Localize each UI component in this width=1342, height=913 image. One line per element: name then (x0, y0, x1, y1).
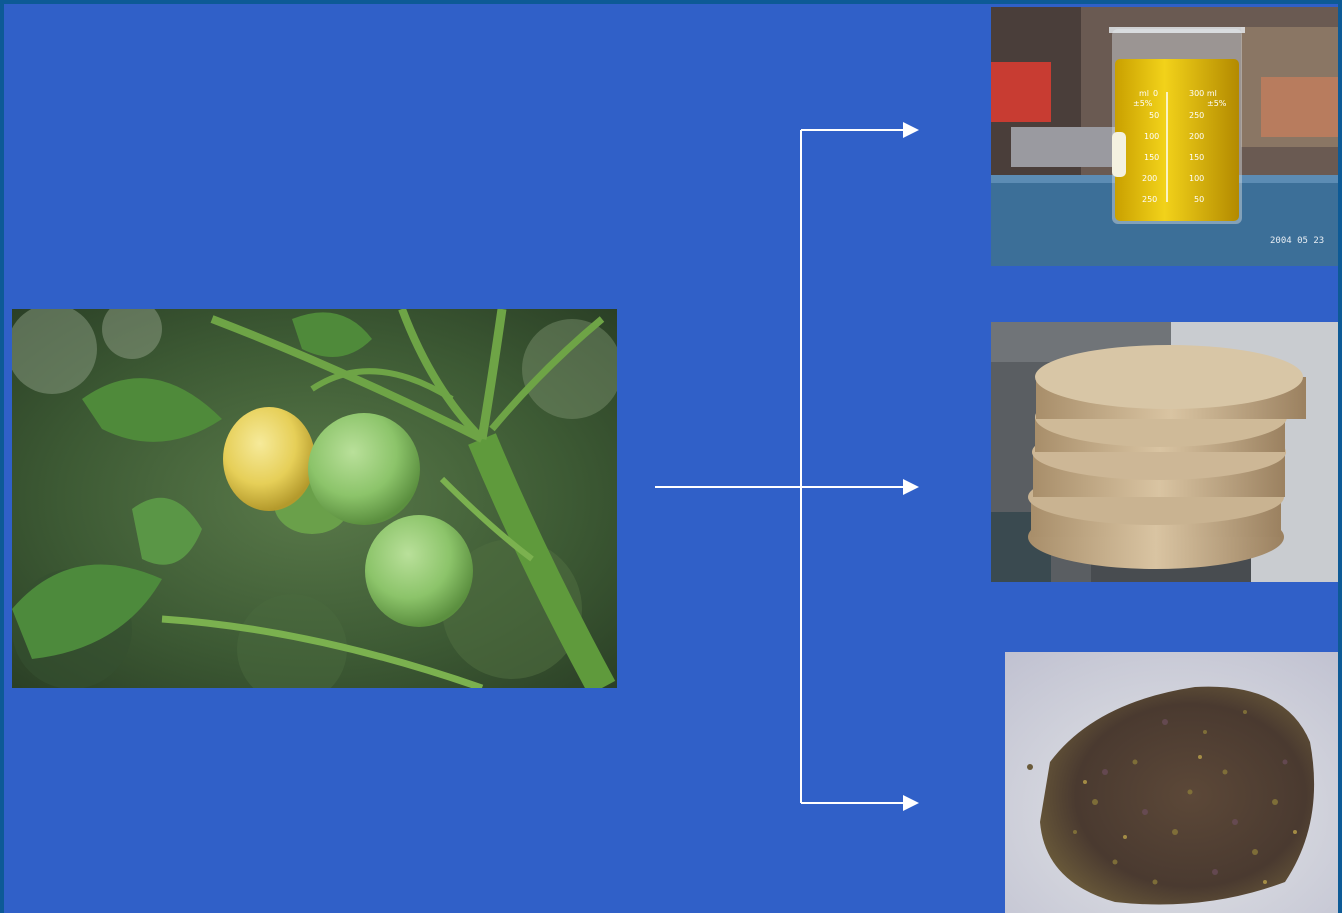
arrowhead-to-cake (903, 479, 919, 495)
beaker-right-mark: 200 (1189, 132, 1204, 141)
beaker-right-mark: 150 (1189, 153, 1204, 162)
beaker-right-unit: 300 ml (1189, 89, 1217, 98)
oil-beaker-illustration: ml 300 ml ±5% ±5% 0 50 100 150 200 250 2… (991, 7, 1338, 266)
beaker-tolerance-right: ±5% (1207, 99, 1227, 108)
beaker-right-mark: 250 (1189, 111, 1204, 120)
seed-shells-illustration (1005, 652, 1338, 913)
oil-beaker-photo: ml 300 ml ±5% ±5% 0 50 100 150 200 250 2… (991, 7, 1338, 266)
beaker-left-mark: 250 (1142, 195, 1157, 204)
seed-shells-photo (1005, 652, 1338, 913)
beaker-left-mark: 100 (1144, 132, 1159, 141)
beaker-tolerance-left: ±5% (1133, 99, 1153, 108)
beaker-left-mark: 0 (1153, 89, 1158, 98)
arrowhead-to-shells (903, 795, 919, 811)
jatropha-fruit-photo (12, 309, 617, 688)
beaker-left-mark: 200 (1142, 174, 1157, 183)
photo-date-stamp: 2004 05 23 (1270, 236, 1324, 246)
beaker-right-mark: 50 (1194, 195, 1204, 204)
beaker-right-mark: 100 (1189, 174, 1204, 183)
jatropha-fruit-illustration (12, 309, 617, 688)
arrowhead-to-oil (903, 122, 919, 138)
seed-cake-illustration (991, 322, 1338, 582)
beaker-left-unit: ml (1139, 89, 1149, 98)
beaker-left-mark: 50 (1149, 111, 1159, 120)
beaker-scale: ml 300 ml ±5% ±5% 0 50 100 150 200 250 2… (1133, 89, 1227, 204)
beaker-left-mark: 150 (1144, 153, 1159, 162)
seed-cake-photo (991, 322, 1338, 582)
